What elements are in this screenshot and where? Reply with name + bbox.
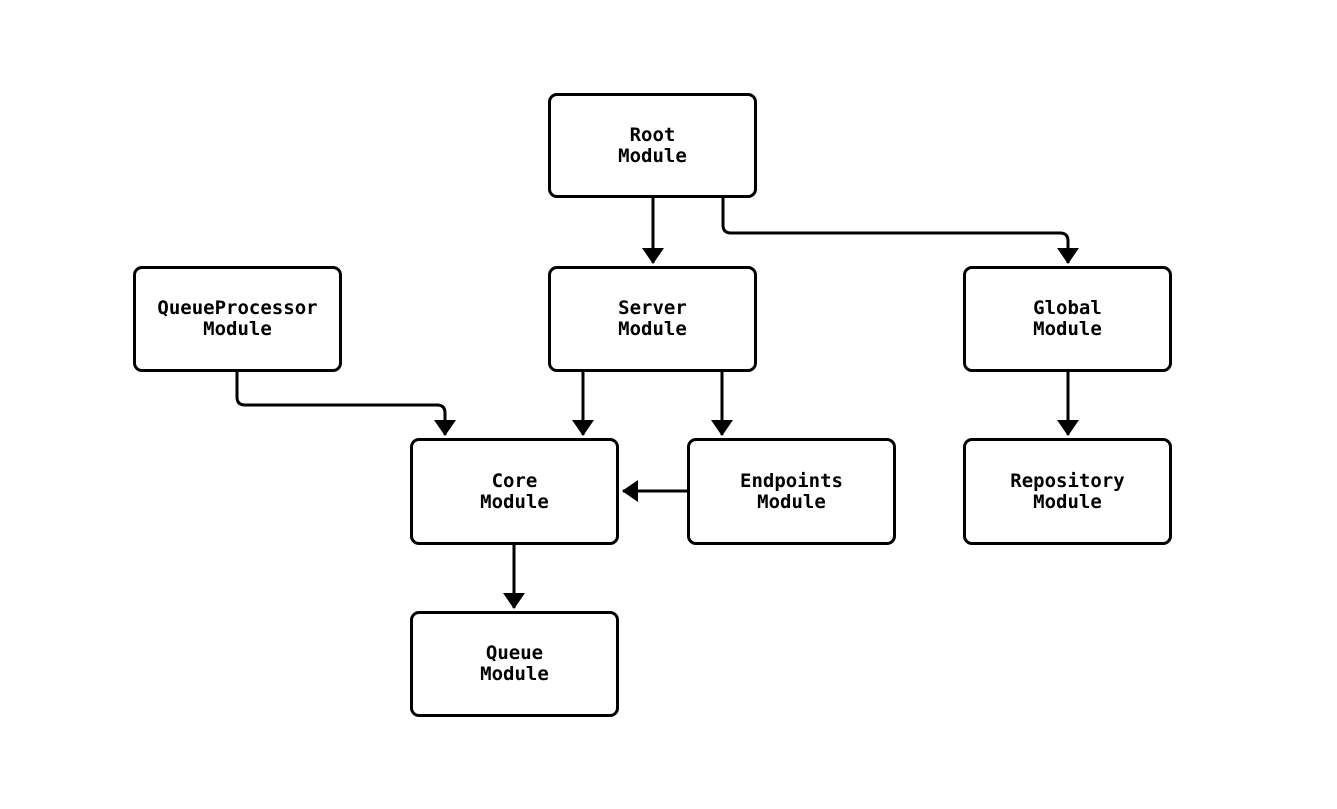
node-queueprocessor-module: QueueProcessor Module bbox=[133, 266, 342, 372]
node-core-module: Core Module bbox=[410, 438, 619, 545]
node-repository-module: Repository Module bbox=[963, 438, 1172, 545]
node-label-root: Root Module bbox=[618, 123, 687, 167]
node-label-endpoints: Endpoints Module bbox=[740, 469, 843, 513]
node-label-server: Server Module bbox=[618, 297, 687, 340]
node-global-module: Global Module bbox=[963, 266, 1172, 372]
node-root-module: Root Module bbox=[548, 93, 757, 198]
node-label-repository: Repository Module bbox=[1010, 469, 1125, 513]
edge-queueprocessor-to-core bbox=[235, 372, 456, 436]
node-endpoints-module: Endpoints Module bbox=[687, 438, 896, 545]
node-server-module: Server Module bbox=[548, 266, 757, 372]
node-queue-module: Queue Module bbox=[410, 611, 619, 717]
edge-root-to-global bbox=[721, 198, 1079, 264]
node-label-queueprocessor: QueueProcessor Module bbox=[157, 297, 318, 340]
node-label-queue: Queue Module bbox=[480, 642, 549, 685]
node-label-core: Core Module bbox=[480, 469, 549, 513]
node-label-global: Global Module bbox=[1033, 297, 1102, 340]
